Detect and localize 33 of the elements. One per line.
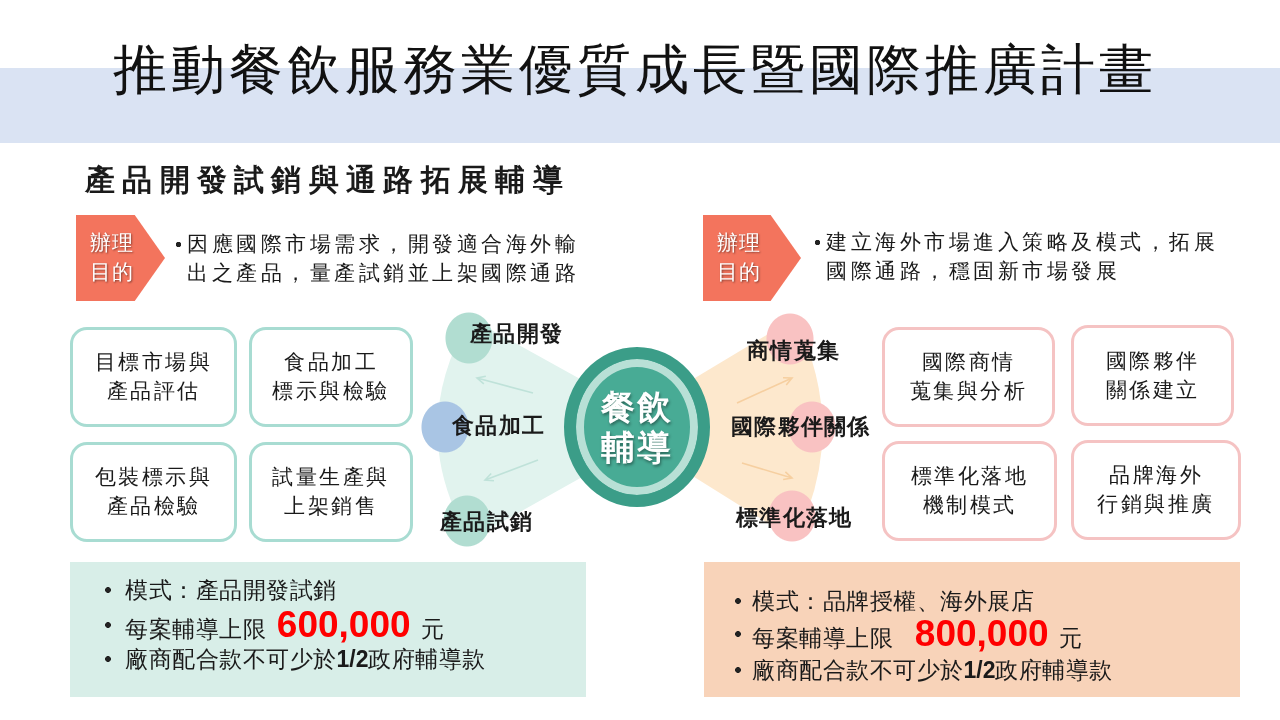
info-panel <box>70 562 586 697</box>
topic-card <box>70 442 237 542</box>
topic-card <box>249 327 413 427</box>
topic-card <box>1071 440 1241 540</box>
card-label: 國際夥伴關係建立 <box>1105 347 1200 404</box>
page-title: 推動餐飲服務業優質成長暨國際推廣計畫 <box>113 38 1157 102</box>
hub-label: 餐飲輔導 <box>601 387 673 467</box>
card-label: 國際商情蒐集與分析 <box>909 349 1028 405</box>
card-label: 標準化落地機制模式 <box>910 463 1029 519</box>
tag-label: 辦理目的 <box>717 230 761 286</box>
tag-label: 辦理目的 <box>90 230 134 286</box>
bullet-text: 廠商配合款不可少於1/2政府輔導款 <box>104 645 486 673</box>
bubble-label: 國際夥伴關係 <box>731 414 871 440</box>
pentagon-tag <box>703 215 801 301</box>
topic-card <box>249 442 413 542</box>
bullet-text: 模式：品牌授權、海外展店 <box>734 586 1034 616</box>
info-panel <box>704 562 1240 697</box>
card-label: 食品加工標示與檢驗 <box>272 349 390 405</box>
card-label: 包裝標示與產品檢驗 <box>94 464 213 520</box>
section-heading: 產品開發試銷與通路拓展輔導 <box>85 162 570 198</box>
bubble-label: 產品開發 <box>470 321 564 347</box>
pentagon-tag <box>76 215 165 301</box>
bubble-label: 標準化落地 <box>736 505 853 531</box>
card-label: 品牌海外行銷與推廣 <box>1097 462 1215 518</box>
bubble-label: 商情蒐集 <box>747 338 841 364</box>
bubble-label: 產品試銷 <box>440 509 534 535</box>
topic-card <box>1071 325 1234 426</box>
topic-card <box>70 327 237 427</box>
topic-card <box>882 327 1055 427</box>
topic-card <box>882 441 1057 541</box>
card-label: 試量生產與上架銷售 <box>272 464 390 520</box>
card-label: 目標市場與產品評估 <box>94 349 213 405</box>
bubble-label: 食品加工 <box>452 413 546 439</box>
